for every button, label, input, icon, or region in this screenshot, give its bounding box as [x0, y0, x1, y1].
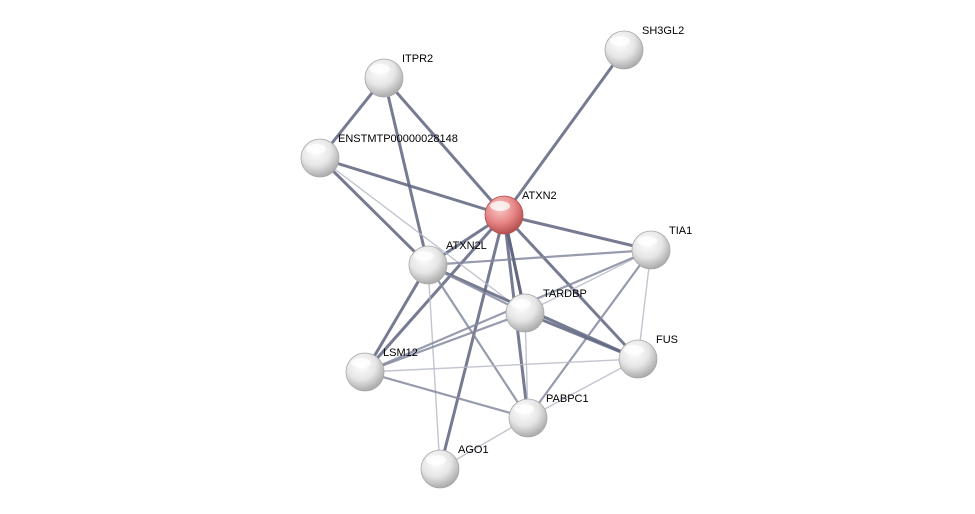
edge-atxn2-ago1 — [438, 213, 506, 471]
edge-tia1-pabpc1 — [526, 248, 653, 420]
node-highlight — [637, 236, 657, 246]
edge-lsm12-pabpc1 — [363, 370, 530, 420]
node-enstmtp00000028148[interactable]: ENSTMTP00000028148 — [300, 133, 458, 178]
node-highlight — [370, 64, 390, 74]
node-label: LSM12 — [383, 347, 418, 359]
node-highlight — [624, 345, 644, 355]
edge-enstmtp00000028148-tardbp — [319, 157, 526, 314]
edge-atxn2l-pabpc1 — [426, 263, 530, 420]
node-label: ITPR2 — [402, 53, 433, 65]
node-highlight — [351, 358, 371, 368]
edge-tardbp-fus — [523, 311, 640, 361]
node-atxn2l[interactable]: ATXN2L — [408, 240, 487, 285]
node-label: AGO1 — [458, 444, 489, 456]
node-lsm12[interactable]: LSM12 — [345, 347, 418, 392]
node-highlight — [514, 404, 534, 414]
node-highlight — [511, 299, 531, 309]
edge-enstmtp00000028148-atxn2l — [318, 156, 430, 267]
node-label: TIA1 — [669, 225, 692, 237]
node-atxn2[interactable]: ATXN2 — [484, 190, 557, 235]
node-ago1[interactable]: AGO1 — [420, 444, 489, 489]
edge-atxn2l-ago1 — [427, 264, 441, 470]
node-pabpc1[interactable]: PABPC1 — [508, 393, 589, 438]
node-sh3gl2[interactable]: SH3GL2 — [604, 25, 684, 70]
node-label: PABPC1 — [546, 393, 589, 405]
node-label: ENSTMTP00000028148 — [338, 133, 458, 145]
node-label: FUS — [656, 334, 678, 346]
node-itpr2[interactable]: ITPR2 — [364, 53, 433, 98]
node-highlight — [426, 455, 446, 465]
edge-atxn2-itpr2 — [382, 76, 506, 217]
edge-layer — [318, 48, 653, 471]
node-highlight — [490, 201, 510, 211]
node-tardbp[interactable]: TARDBP — [505, 288, 587, 333]
edge-atxn2-tia1 — [502, 213, 653, 252]
node-label: ATXN2 — [522, 190, 557, 202]
edge-atxn2l-lsm12 — [363, 263, 430, 374]
edge-atxn2-sh3gl2 — [502, 48, 626, 217]
edge-atxn2-lsm12 — [363, 213, 506, 374]
edge-tardbp-lsm12 — [363, 311, 527, 374]
node-label: TARDBP — [543, 288, 587, 300]
node-highlight — [610, 36, 630, 46]
edge-atxn2-fus — [502, 213, 640, 361]
edge-tia1-tardbp — [524, 249, 652, 314]
node-tia1[interactable]: TIA1 — [631, 225, 692, 270]
edge-atxn2l-tia1 — [426, 248, 653, 267]
node-layer: SH3GL2ITPR2ENSTMTP00000028148ATXN2TIA1AT… — [300, 25, 692, 489]
edge-fus-lsm12 — [364, 358, 639, 373]
edge-itpr2-atxn2l — [382, 76, 430, 267]
node-highlight — [306, 144, 326, 154]
node-label: ATXN2L — [446, 240, 487, 252]
node-label: SH3GL2 — [642, 25, 684, 37]
node-fus[interactable]: FUS — [618, 334, 678, 379]
edge-atxn2-enstmtp00000028148 — [318, 156, 506, 217]
edge-fus-pabpc1 — [527, 358, 639, 419]
node-highlight — [414, 251, 434, 261]
